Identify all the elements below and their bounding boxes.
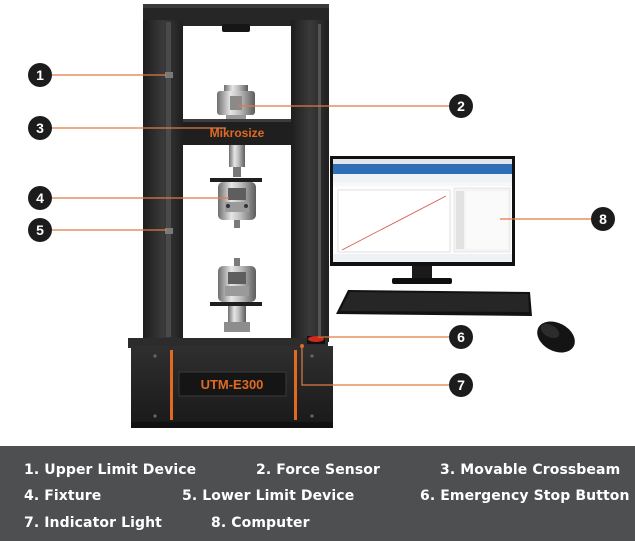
testing-machine: Mikrosize — [128, 4, 333, 428]
legend-bar: 1. Upper Limit Device 2. Force Sensor 3.… — [0, 446, 635, 541]
lower-limit-device — [165, 228, 173, 234]
mouse — [537, 321, 575, 353]
legend-item-computer: 8. Computer — [211, 515, 310, 531]
leader-lines — [52, 74, 591, 386]
callout-5: 5 — [28, 218, 52, 242]
legend-item-force-sensor: 2. Force Sensor — [256, 462, 381, 478]
callout-6: 6 — [449, 325, 473, 349]
top-crosshead — [143, 4, 329, 26]
base-accent-left — [170, 350, 173, 420]
legend-item-fixture: 4. Fixture — [24, 488, 102, 504]
brand-logo: Mikrosize — [210, 126, 265, 140]
callout-8: 8 — [591, 207, 615, 231]
legend-item-movable-crossbeam: 3. Movable Crossbeam — [440, 462, 621, 478]
legend-item-emergency-stop-button: 6. Emergency Stop Button — [420, 488, 630, 504]
svg-text:6: 6 — [457, 329, 465, 345]
legend-item-lower-limit-device: 5. Lower Limit Device — [182, 488, 355, 504]
machine-diagram: Mikrosize — [28, 4, 615, 428]
computer — [330, 156, 575, 353]
legend-item-indicator-light: 7. Indicator Light — [24, 515, 162, 531]
svg-text:1: 1 — [36, 67, 44, 83]
svg-text:7: 7 — [457, 377, 465, 393]
callout-4: 4 — [28, 186, 52, 210]
callout-2: 2 — [449, 94, 473, 118]
svg-text:8: 8 — [599, 211, 607, 227]
legend-item-upper-limit-device: 1. Upper Limit Device — [24, 462, 197, 478]
svg-text:5: 5 — [36, 222, 44, 238]
model-plate — [178, 371, 287, 397]
lower-fixture — [210, 258, 262, 332]
svg-text:4: 4 — [36, 190, 44, 206]
svg-text:2: 2 — [457, 98, 465, 114]
movable-crossbeam — [183, 119, 291, 145]
upper-fixture — [210, 145, 262, 228]
indicator-light — [300, 344, 304, 348]
callout-7: 7 — [449, 373, 473, 397]
left-column — [143, 20, 183, 342]
base-accent-right — [294, 350, 297, 420]
keyboard — [336, 290, 532, 316]
callout-1: 1 — [28, 63, 52, 87]
svg-text:3: 3 — [36, 120, 44, 136]
screen-plot — [337, 189, 451, 253]
machine-base: UTM-E300 — [128, 338, 333, 428]
callout-3: 3 — [28, 116, 52, 140]
upper-limit-device — [165, 72, 173, 78]
force-sensor — [217, 85, 255, 119]
right-column — [291, 20, 329, 342]
model-plate-label: UTM-E300 — [201, 377, 264, 392]
